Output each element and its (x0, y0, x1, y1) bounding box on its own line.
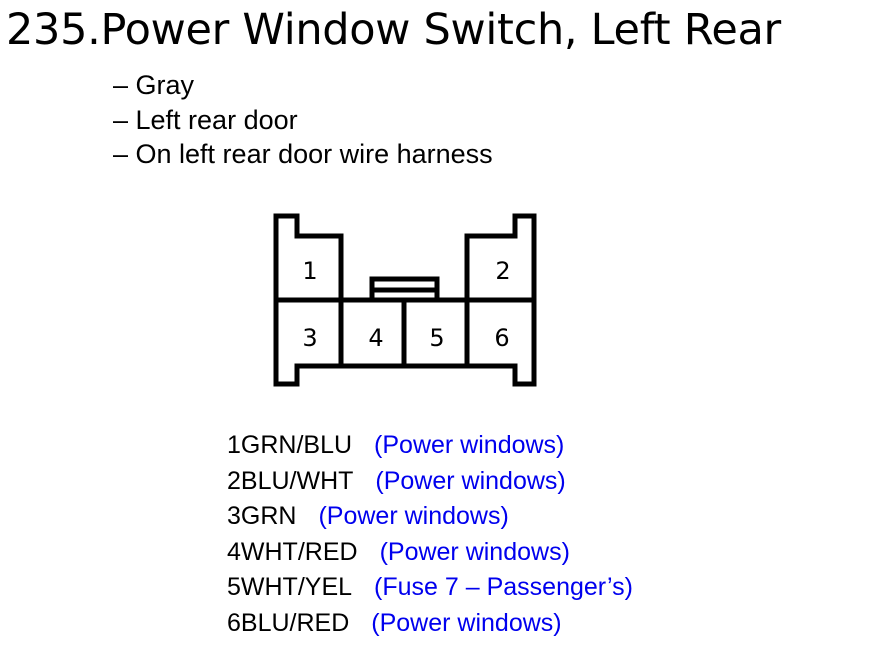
pin-number-2: 2 (495, 257, 510, 285)
pin-number-1: 1 (302, 257, 317, 285)
pin-description: (Power windows) (371, 608, 562, 637)
pin-label: 1GRN/BLU (227, 431, 353, 459)
pin-number-3: 3 (302, 324, 317, 352)
pin-number-5: 5 (429, 324, 444, 352)
pin-row: 4WHT/RED (Power windows) (227, 535, 633, 571)
pin-description: (Power windows) (375, 466, 566, 495)
pin-label: 4WHT/RED (227, 537, 358, 566)
detail-color: – Gray (113, 70, 195, 100)
pin-list: 1GRN/BLU (Power windows) 2BLU/WHT (Power w… (227, 428, 633, 642)
detail-harness: – On left rear door wire harness (113, 139, 493, 169)
pin-label: 5WHT/YEL (227, 573, 353, 602)
pin-description: (Power windows) (374, 431, 565, 459)
pin-row: 5WHT/YEL (Fuse 7 – Passenger’s) (227, 570, 633, 606)
page-title: 235.Power Window Switch, Left Rear (6, 5, 781, 55)
pin-row: 1GRN/BLU (Power windows) (227, 428, 633, 464)
connector-diagram: 1 2 3 4 5 6 (273, 213, 537, 387)
pin-label: 6BLU/RED (227, 608, 350, 637)
pin-number-6: 6 (494, 324, 509, 352)
connector-details: – Gray – Left rear door – On left rear d… (113, 68, 493, 172)
pin-row: 3GRN (Power windows) (227, 499, 633, 535)
detail-location: – Left rear door (113, 104, 298, 135)
pin-description: (Power windows) (379, 537, 570, 566)
pin-description: (Power windows) (318, 502, 509, 531)
pin-row: 6BLU/RED (Power windows) (227, 606, 633, 642)
pin-row: 2BLU/WHT (Power windows) (227, 464, 633, 500)
connector-outline (273, 213, 537, 387)
pin-label: 3GRN (227, 502, 297, 531)
pin-label: 2BLU/WHT (227, 466, 354, 495)
pin-number-4: 4 (368, 324, 383, 352)
pin-description: (Fuse 7 – Passenger’s) (374, 573, 633, 602)
